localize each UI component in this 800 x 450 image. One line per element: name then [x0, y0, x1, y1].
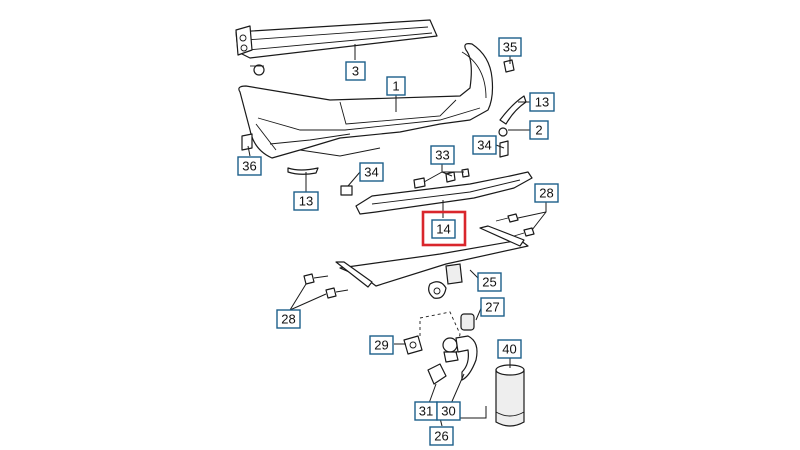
- svg-text:36: 36: [242, 159, 256, 174]
- callout-34-right[interactable]: 34: [472, 135, 497, 155]
- callout-13-right[interactable]: 13: [529, 92, 555, 112]
- callout-35[interactable]: 35: [498, 37, 522, 57]
- svg-text:35: 35: [503, 40, 517, 55]
- callout-34-left[interactable]: 34: [359, 162, 384, 182]
- svg-text:14: 14: [436, 222, 450, 237]
- part-lower-diffuser: [355, 168, 533, 215]
- part-cap-2: [498, 127, 508, 137]
- svg-text:28: 28: [539, 186, 553, 201]
- svg-text:28: 28: [281, 312, 295, 327]
- svg-text:13: 13: [299, 194, 313, 209]
- svg-text:29: 29: [374, 338, 388, 353]
- callout-26[interactable]: 26: [429, 426, 454, 446]
- part-cover-31: [427, 363, 447, 385]
- callout-2[interactable]: 2: [529, 120, 549, 140]
- callout-28-left[interactable]: 28: [276, 309, 301, 329]
- part-tow-ball-neck: [442, 335, 478, 381]
- part-trim-right: [499, 95, 527, 125]
- part-trim-left: [287, 167, 319, 175]
- svg-text:3: 3: [352, 64, 359, 79]
- part-tow-crossmember: [335, 225, 529, 299]
- svg-text:25: 25: [482, 275, 496, 290]
- svg-text:34: 34: [364, 165, 378, 180]
- svg-text:13: 13: [535, 95, 549, 110]
- callout-27[interactable]: 27: [480, 297, 505, 317]
- part-clip-left: [250, 64, 265, 76]
- svg-text:40: 40: [502, 342, 516, 357]
- part-cap-27: [460, 313, 475, 331]
- part-plug-29: [403, 335, 423, 355]
- callout-31[interactable]: 31: [414, 401, 438, 421]
- svg-text:31: 31: [419, 404, 433, 419]
- svg-text:2: 2: [535, 123, 542, 138]
- part-clip-34-left: [340, 185, 353, 196]
- part-bumper-cover: [238, 43, 494, 159]
- part-bolts-28-left: [303, 273, 349, 299]
- part-reinforcement-bar: [235, 19, 438, 59]
- callout-25[interactable]: 25: [477, 272, 502, 292]
- callout-14[interactable]: 14: [421, 210, 467, 247]
- part-spray-can-40: [495, 364, 525, 427]
- part-bracket-36: [241, 133, 253, 151]
- callout-30[interactable]: 30: [436, 401, 461, 421]
- part-clip-35: [503, 59, 515, 73]
- callout-13-left[interactable]: 13: [293, 191, 319, 211]
- svg-text:33: 33: [435, 148, 449, 163]
- svg-text:1: 1: [392, 79, 399, 94]
- svg-text:27: 27: [485, 300, 499, 315]
- highlight-frame: [421, 210, 467, 247]
- callout-28-right[interactable]: 28: [534, 183, 559, 203]
- callout-29[interactable]: 29: [369, 335, 394, 355]
- callout-36[interactable]: 36: [237, 156, 262, 176]
- svg-text:30: 30: [441, 404, 455, 419]
- callout-33[interactable]: 33: [430, 145, 455, 165]
- svg-text:34: 34: [477, 138, 491, 153]
- part-clip-34-right: [499, 140, 509, 158]
- callout-1[interactable]: 1: [386, 76, 406, 96]
- callout-40[interactable]: 40: [497, 339, 522, 359]
- svg-text:26: 26: [434, 429, 448, 444]
- part-bolts-28-right: [495, 213, 535, 237]
- callout-3[interactable]: 3: [345, 61, 366, 81]
